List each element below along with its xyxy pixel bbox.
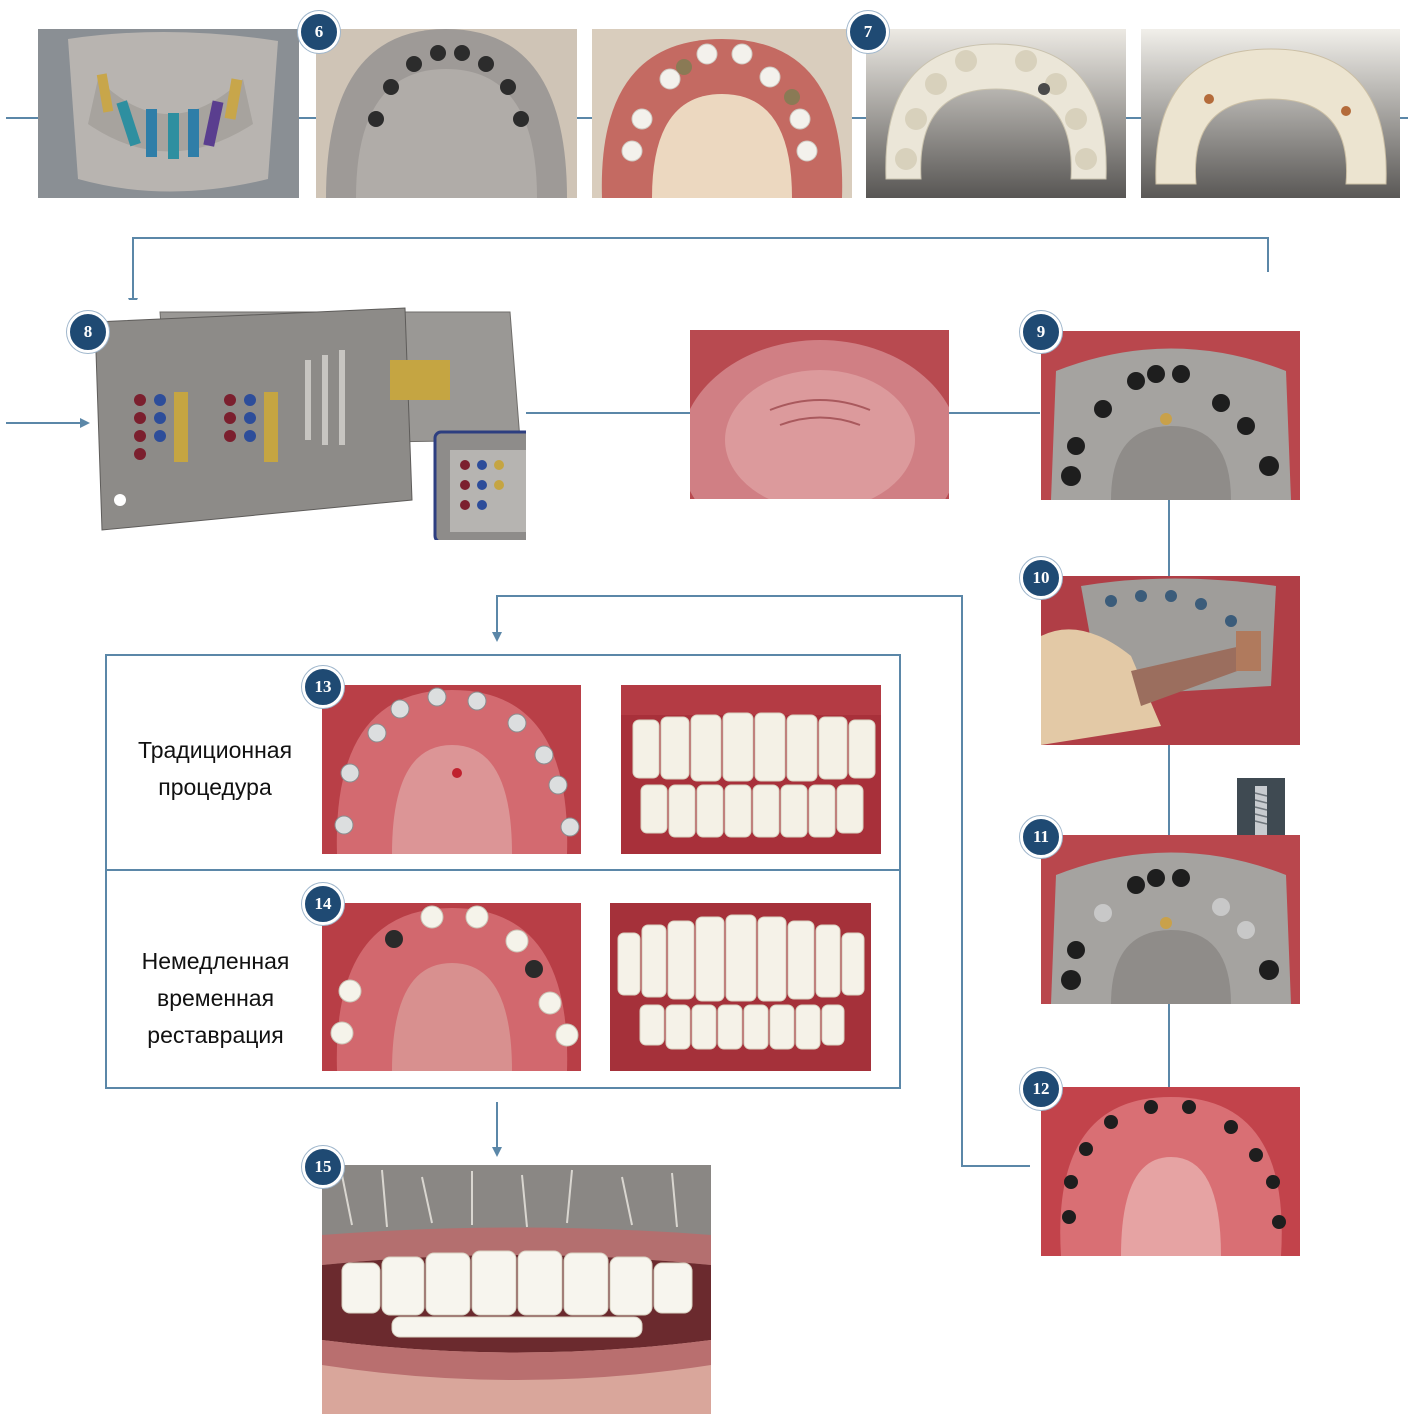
step-badge-14: 14 [302, 883, 344, 925]
photo-healing-abutments [322, 685, 581, 854]
step12-to-results-connector [497, 596, 1030, 1166]
step-badge-6: 6 [298, 11, 340, 53]
step-badge-9: 9 [1020, 311, 1062, 353]
photo-model-temporary-copings [592, 29, 852, 198]
photo-model-implant-analogs [38, 29, 299, 198]
photo-surgical-kit-tray [90, 300, 526, 540]
photo-guide-in-mouth [1041, 331, 1300, 500]
photo-model-guide-sleeves [316, 29, 577, 198]
photo-immediate-temporary-teeth [610, 903, 871, 1071]
photo-guided-drilling [1041, 576, 1300, 745]
photo-final-smile [322, 1165, 711, 1414]
step-badge-8: 8 [67, 311, 109, 353]
step-badge-15: 15 [302, 1146, 344, 1188]
photo-implants-in-gums [1041, 1087, 1300, 1256]
top-to-tray-connector [133, 238, 1268, 306]
photo-prosthesis-frame [866, 29, 1126, 198]
photo-temporary-copings-in-mouth [322, 903, 581, 1071]
step-badge-7: 7 [847, 11, 889, 53]
step-badge-13: 13 [302, 666, 344, 708]
step-badge-12: 12 [1020, 1068, 1062, 1110]
photo-final-teeth-traditional [621, 685, 881, 854]
photo-edentulous-palate [690, 330, 949, 499]
photo-implants-placed-through-guide [1041, 835, 1300, 1004]
step-badge-11: 11 [1020, 816, 1062, 858]
photo-prosthesis-final [1141, 29, 1400, 198]
step-badge-10: 10 [1020, 557, 1062, 599]
